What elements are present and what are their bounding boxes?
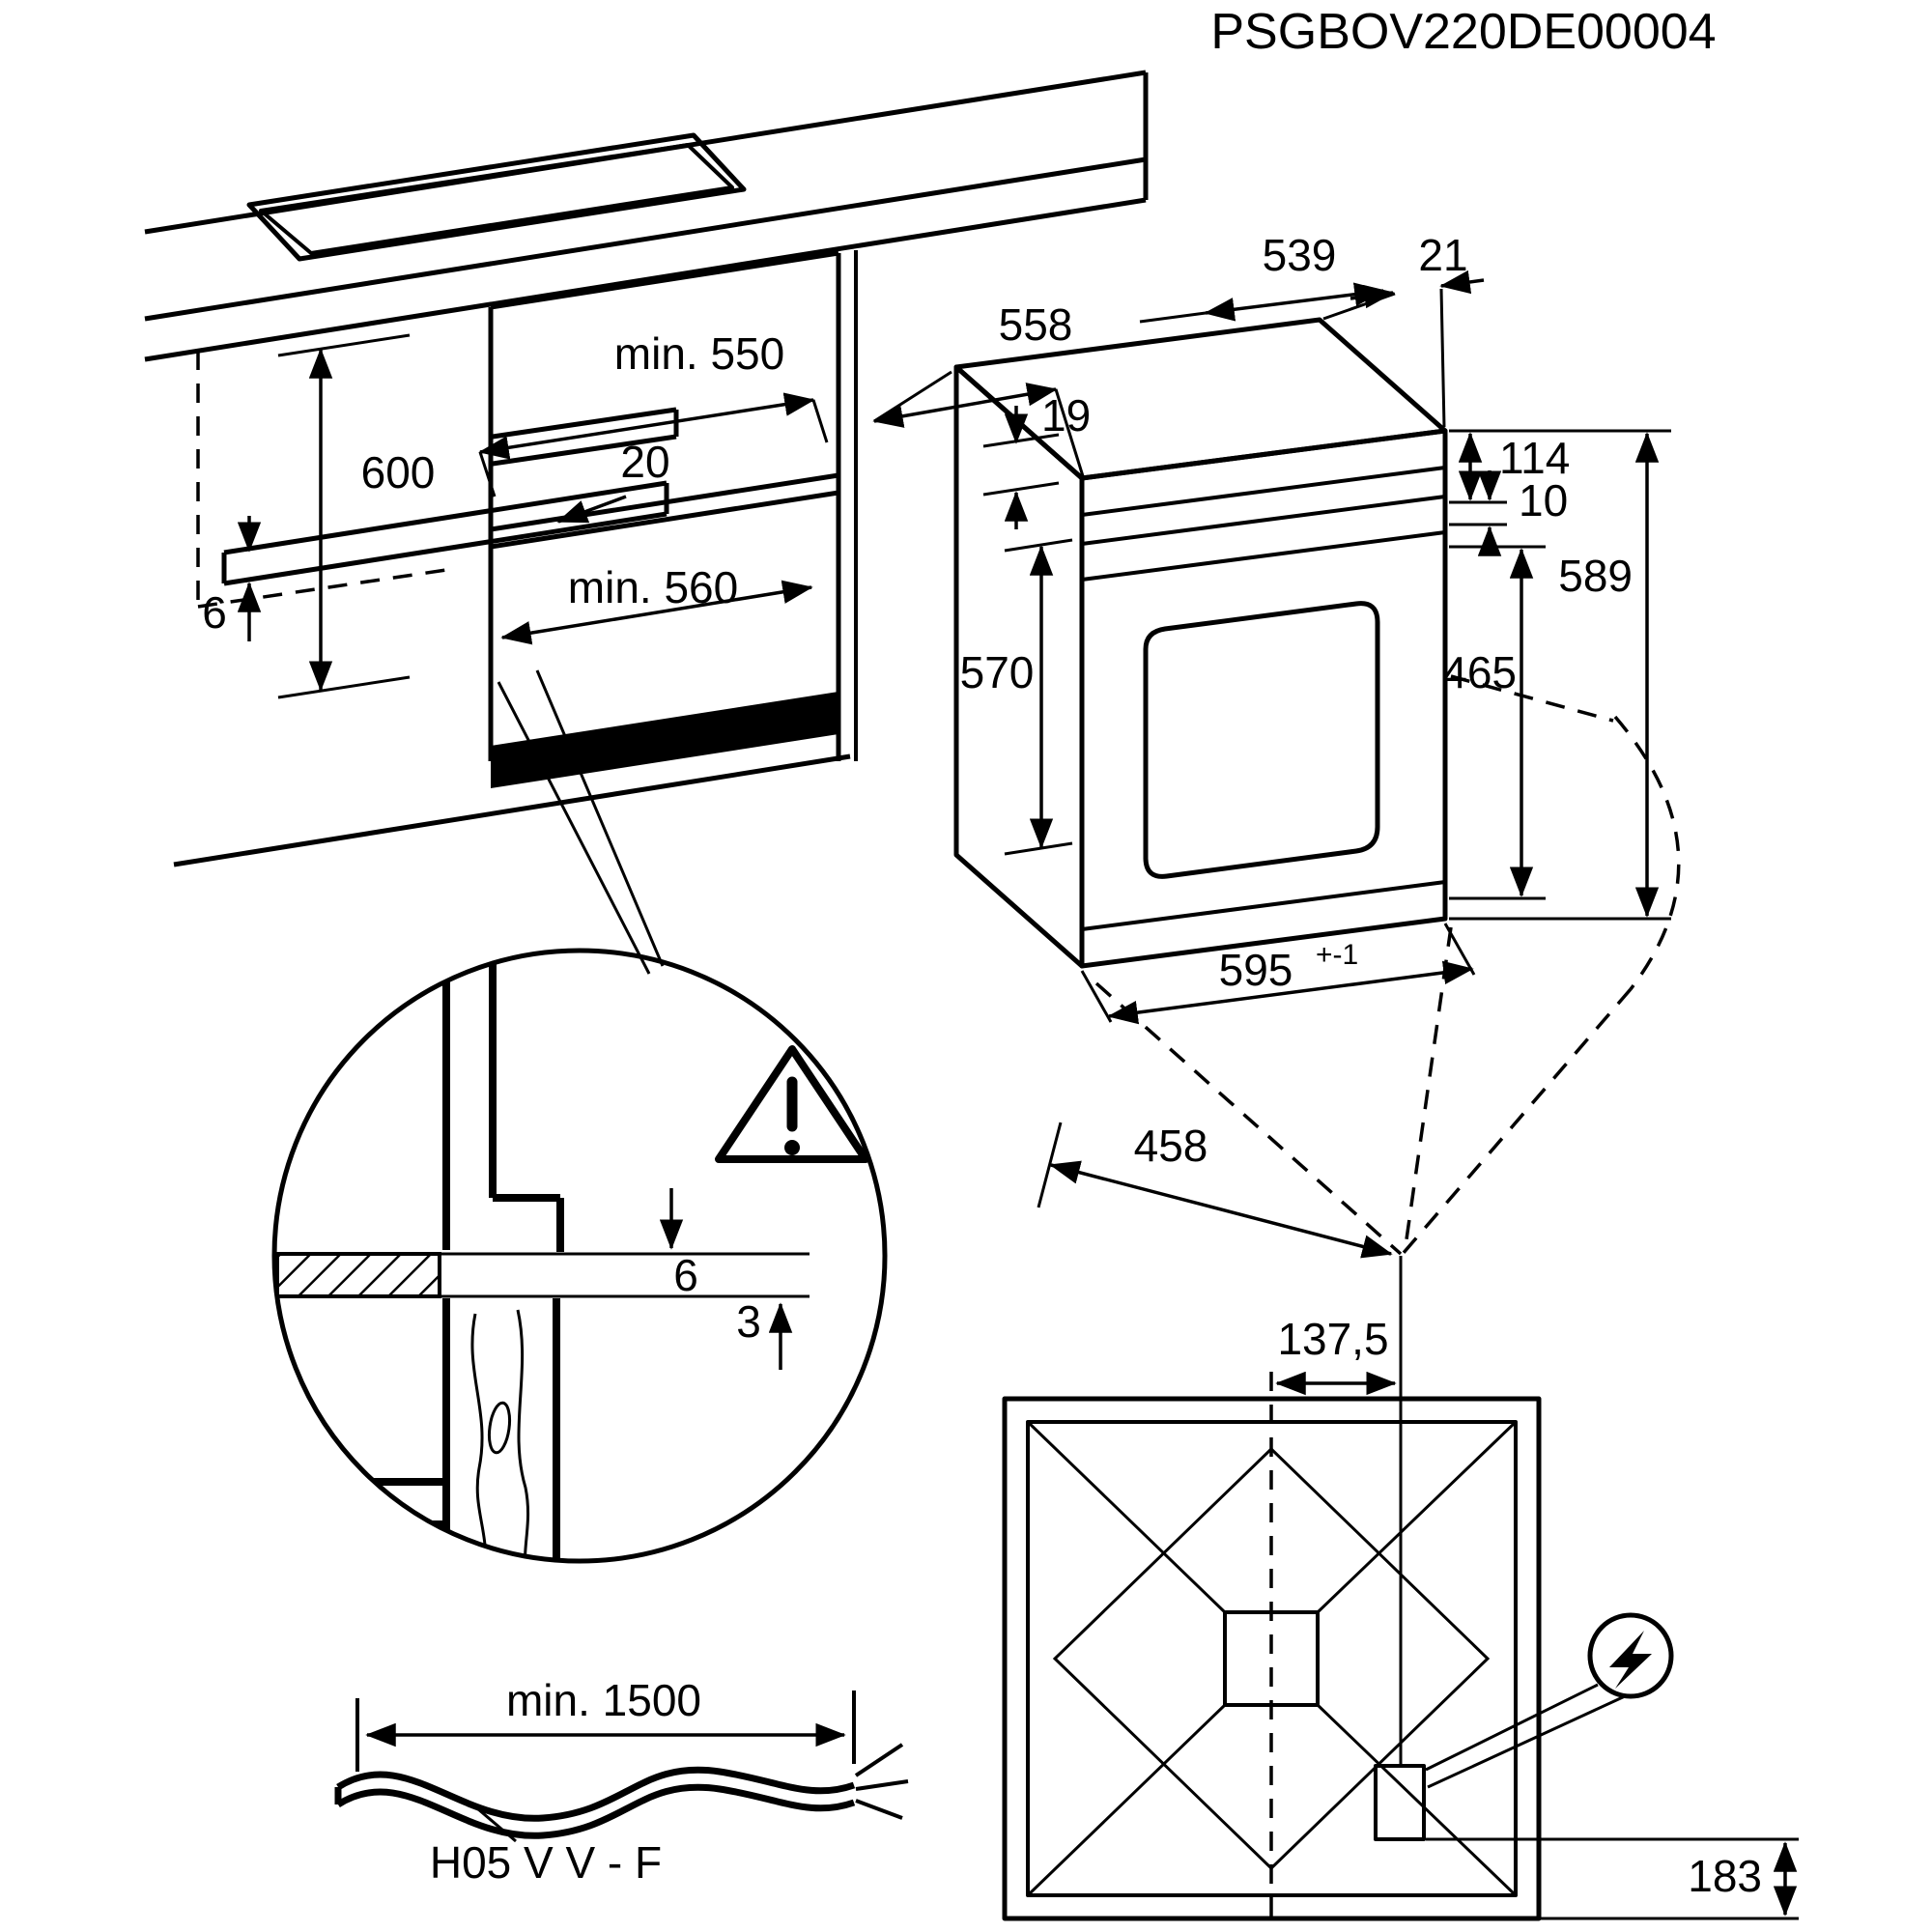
cable-wire-strand bbox=[855, 1799, 903, 1820]
oven-isometric-view: 558 539 21 19 114 10 465 bbox=[872, 230, 1681, 1766]
dim-label-total-height: 589 bbox=[1558, 551, 1633, 601]
top-trim-line bbox=[1081, 466, 1446, 517]
niche-floor-thickness bbox=[490, 490, 839, 550]
dim-label-connection-offset-y: 183 bbox=[1688, 1851, 1762, 1901]
detail-leader-right bbox=[535, 669, 665, 967]
dim-label-niche-height: 600 bbox=[361, 447, 436, 497]
cable-wire-strand bbox=[855, 1779, 909, 1791]
wood-grain bbox=[516, 1309, 530, 1561]
lightning-bolt-icon bbox=[1609, 1631, 1652, 1689]
connection-leader bbox=[1427, 1694, 1626, 1789]
detail-leader-left bbox=[497, 681, 651, 975]
warning-exclamation-dot bbox=[784, 1140, 800, 1155]
drawing-code: PSGBOV220DE00004 bbox=[1210, 4, 1716, 60]
niche-top-edge bbox=[490, 250, 839, 310]
hob-cutout-outer bbox=[246, 132, 747, 262]
power-cable-view: min. 1500 H05 V V - F bbox=[334, 1675, 909, 1888]
cable-label-leader bbox=[476, 1806, 517, 1843]
cabinet-bottom-edge bbox=[173, 753, 851, 867]
dim-label-door-height: 465 bbox=[1442, 647, 1517, 697]
rail-front-top bbox=[223, 480, 668, 555]
plinth-strip bbox=[491, 692, 838, 788]
rear-center-plate bbox=[1223, 1610, 1320, 1707]
cable-top-line bbox=[336, 1766, 856, 1822]
wood-knot bbox=[487, 1401, 512, 1455]
dim-label-top-width: 539 bbox=[1263, 230, 1337, 280]
dim-label-connection-offset-x: 137,5 bbox=[1277, 1314, 1388, 1364]
dim-label-front-width: 595 bbox=[1219, 945, 1293, 995]
dim-label-oven-depth: 558 bbox=[999, 299, 1073, 350]
rear-connection-view: 137,5 183 bbox=[1002, 1314, 1799, 1930]
control-panel-bottom bbox=[1081, 530, 1446, 582]
worktop-front-edge bbox=[144, 156, 1147, 322]
cable-type-label: H05 V V - F bbox=[430, 1837, 662, 1888]
cabinet-niche-view: 600 6 min. 550 20 min. 560 bbox=[144, 70, 1149, 975]
detail-contents bbox=[275, 951, 810, 1561]
electrical-connection-icon bbox=[1587, 1612, 1674, 1699]
dim-label-body-height: 570 bbox=[960, 647, 1035, 697]
dim-label-rail-setback: 20 bbox=[620, 437, 669, 487]
worktop-section bbox=[275, 1252, 441, 1298]
dim-label-rear-gap: 21 bbox=[1418, 230, 1467, 280]
wood-panel-outline bbox=[442, 1298, 560, 1561]
mounting-detail-view: 6 3 bbox=[271, 948, 888, 1564]
rail-front-bottom bbox=[223, 511, 668, 586]
rear-outer-frame bbox=[1002, 1396, 1542, 1921]
connection-box bbox=[1374, 1764, 1426, 1841]
dim-label-gap-below: 3 bbox=[736, 1296, 761, 1347]
dim-label-gap: 10 bbox=[1519, 475, 1568, 526]
dim-label-gap-above: 6 bbox=[673, 1250, 698, 1300]
control-panel-top bbox=[1081, 495, 1446, 546]
door-bottom-line bbox=[1081, 880, 1446, 931]
dim-label-panel-height: 114 bbox=[1499, 433, 1570, 483]
connection-leader bbox=[1425, 1683, 1599, 1772]
rail-rear-top bbox=[492, 407, 677, 440]
detail-circle bbox=[271, 948, 888, 1564]
door-window bbox=[1143, 601, 1380, 879]
dim-label-front-width-tolerance: +-1 bbox=[1316, 939, 1358, 971]
dim-label-front-clearance: 458 bbox=[1134, 1121, 1208, 1171]
wood-grain bbox=[470, 1313, 488, 1561]
hob-cutout-inner bbox=[259, 143, 734, 255]
dim-label-cable-length: min. 1500 bbox=[506, 1675, 701, 1725]
dim-label-top-thickness: 19 bbox=[1041, 390, 1091, 440]
worktop-underside-edge bbox=[144, 197, 1147, 362]
dim-label-rail-thickness: 6 bbox=[202, 587, 227, 638]
cable-bottom-line bbox=[336, 1783, 856, 1839]
oven-front-face bbox=[1079, 428, 1448, 969]
dim-label-niche-width: min. 550 bbox=[614, 328, 784, 379]
cable-wire-strand bbox=[854, 1743, 904, 1777]
